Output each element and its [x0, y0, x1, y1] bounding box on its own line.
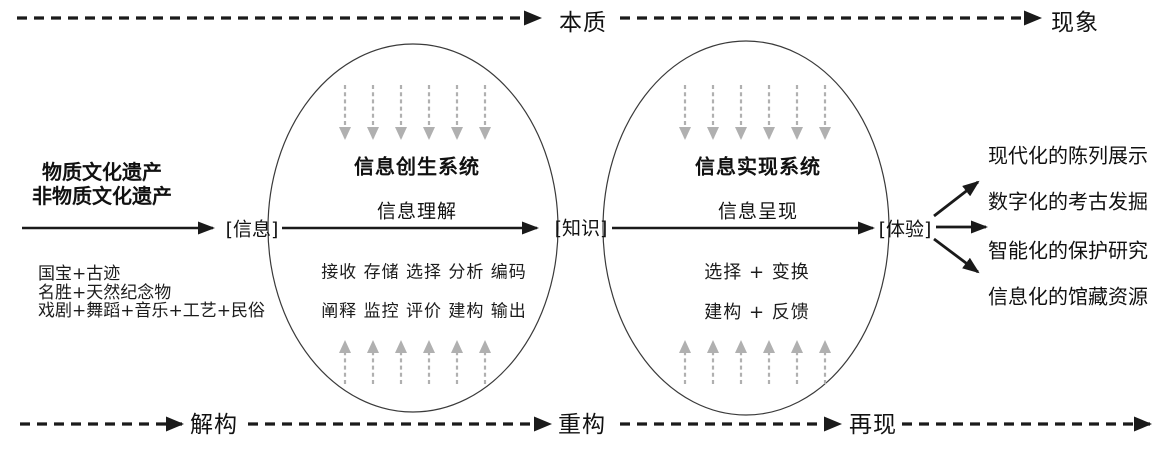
output-modern-exhibition: 现代化的陈列展示 [988, 143, 1148, 168]
bottom-axis-label-reproduction: 再现 [849, 412, 897, 438]
flow-label-information: [信息] [225, 218, 279, 241]
creation-system-subtitle: 信息理解 [376, 200, 458, 223]
heritage-item: 戏剧+舞蹈+音乐+工艺+民俗 [38, 301, 265, 321]
output-intelligent-conservation: 智能化的保护研究 [988, 238, 1148, 263]
creation-system-title: 信息创生系统 [354, 154, 480, 179]
realization-system-title: 信息实现系统 [695, 154, 821, 179]
heritage-item: 名胜+天然纪念物 [38, 282, 172, 303]
heritage-title-line2: 非物质文化遗产 [32, 184, 172, 208]
output-digital-archaeology: 数字化的考古发掘 [988, 189, 1148, 214]
experience-fan-arrow-up [933, 180, 980, 218]
top-axis-label-phenomenon: 现象 [1051, 10, 1099, 36]
creation-feedback-arrows [339, 340, 491, 384]
realization-input-arrows [679, 85, 831, 140]
experience-fan-arrow-down [933, 237, 980, 274]
flow-label-knowledge: [知识] [554, 217, 608, 240]
realization-system-subtitle: 信息呈现 [717, 200, 799, 223]
heritage-title-line1: 物质文化遗产 [42, 160, 162, 184]
creation-system-process-row2: 阐释 监控 评价 建构 输出 [321, 301, 527, 322]
bottom-axis-label-deconstruction: 解构 [190, 412, 238, 438]
flow-label-experience: [体验] [878, 218, 932, 241]
realization-system-process-row2: 建构 + 反馈 [704, 302, 810, 323]
bottom-axis-label-reconstruction: 重构 [558, 412, 606, 438]
realization-feedback-arrows [679, 340, 831, 384]
heritage-item: 国宝+古迹 [38, 264, 121, 284]
creation-system-process-row1: 接收 存储 选择 分析 编码 [321, 262, 527, 283]
creation-input-arrows [339, 85, 491, 140]
heritage-title: 物质文化遗产 非物质文化遗产 [32, 160, 172, 208]
realization-system-process-row1: 选择 + 变换 [704, 262, 810, 283]
output-informatized-collections: 信息化的馆藏资源 [988, 284, 1148, 309]
information-realization-ellipse [602, 40, 890, 416]
heritage-item-list: 国宝+古迹 名胜+天然纪念物 戏剧+舞蹈+音乐+工艺+民俗 [38, 265, 265, 321]
information-creation-ellipse [267, 43, 559, 413]
top-axis-label-essence: 本质 [559, 10, 607, 36]
